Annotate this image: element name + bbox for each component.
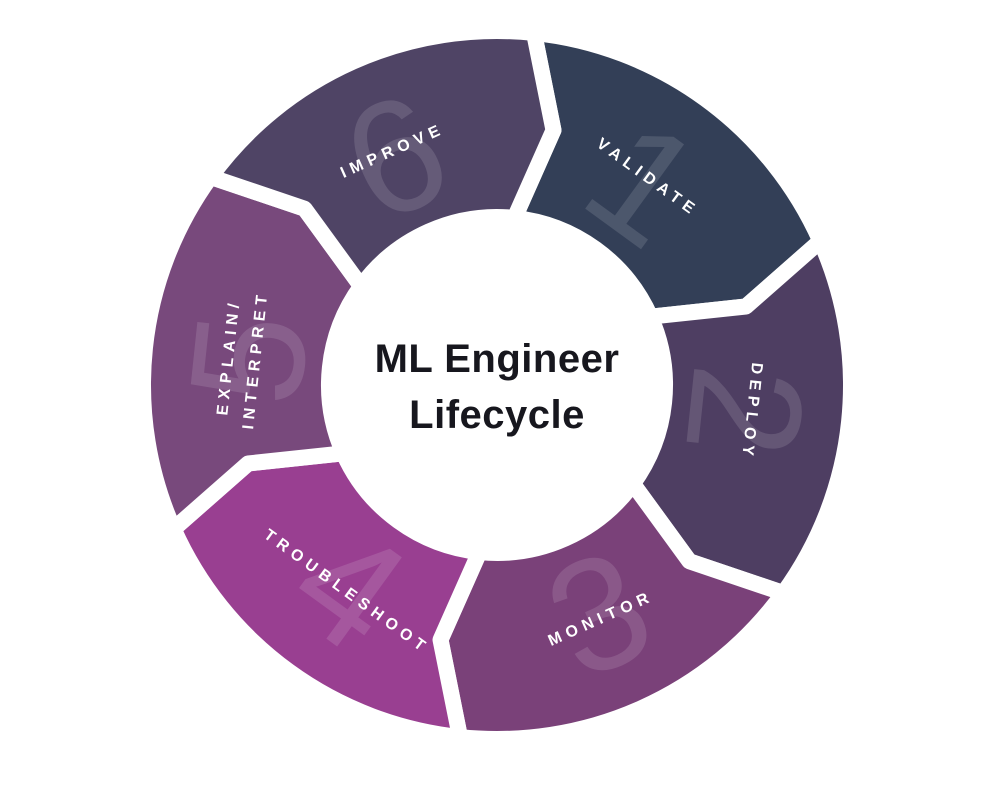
center-title-line1: ML Engineer	[375, 337, 620, 381]
segment-deploy-number: 2	[652, 358, 839, 465]
wheel-segments: 1VALIDATE2DEPLOY3MONITOR4TROUBLESHOOT5EX…	[135, 23, 859, 747]
center-title-line2: Lifecycle	[409, 393, 585, 437]
segment-explain-interpret-number: 5	[155, 305, 342, 412]
segment-improve-shape	[202, 23, 562, 295]
center-title: ML Engineer Lifecycle	[375, 337, 620, 437]
